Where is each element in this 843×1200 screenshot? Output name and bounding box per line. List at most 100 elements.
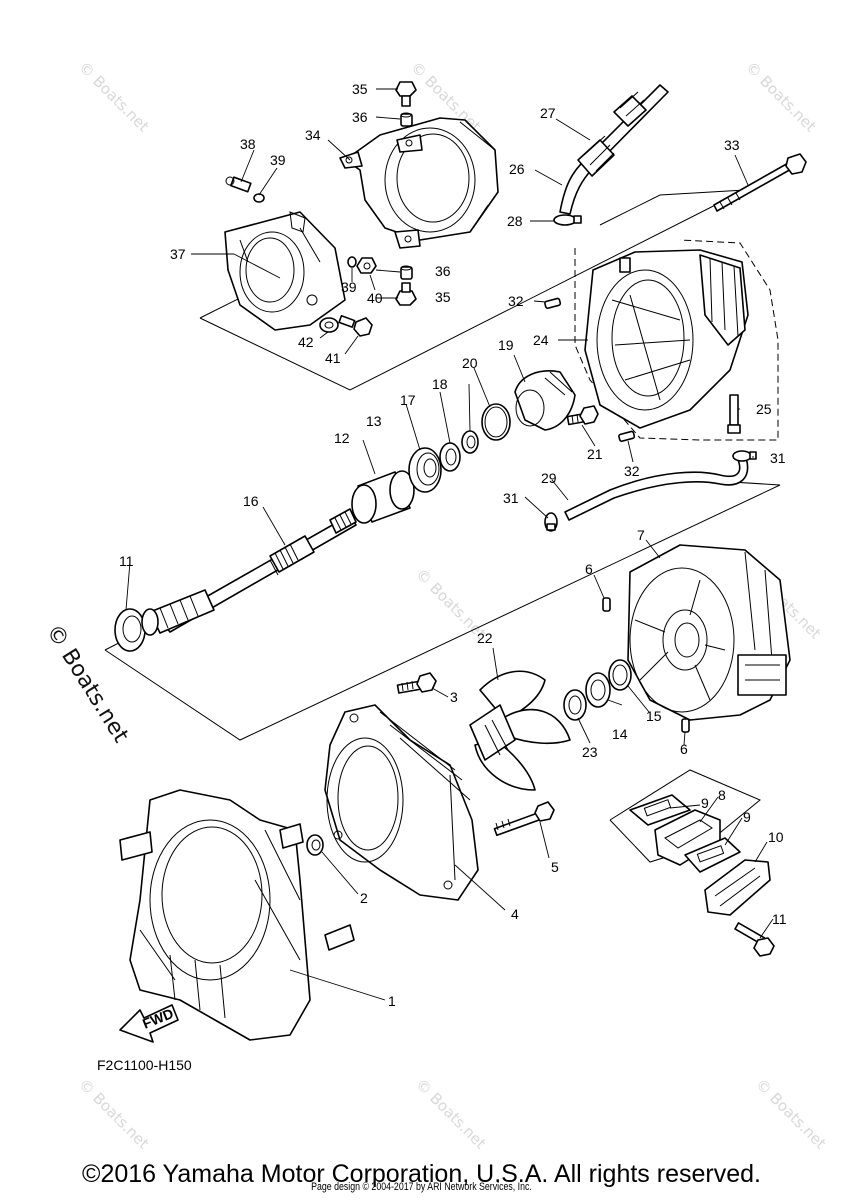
part-5-bolt [493,801,555,837]
part-7-housing [627,544,791,721]
callout-25: 24 [533,332,549,348]
callout-38: 38 [240,136,256,152]
page-design-notice: Page design © 2004-2017 by ARI Network S… [311,1181,532,1193]
callout-39: 39 [341,279,357,295]
part-12-bearing [114,608,159,652]
callout-12: 11 [119,553,134,569]
faint-watermark: © Boats.net [75,1075,153,1153]
part-20-cap [514,370,576,431]
part-11-bolt [734,922,775,957]
callout-17: 16 [243,493,259,509]
part-24-seal [563,689,587,721]
part-36-collar [400,112,413,127]
callout-24: 23 [582,744,598,760]
callout-41: 41 [325,350,341,366]
part-37-housing [224,211,346,331]
callout-36: 36 [435,263,451,279]
callout-6: 6 [680,741,688,757]
part-25-pump-housing [574,239,779,441]
callout-7: 7 [637,527,645,543]
part-42-collar [319,317,339,333]
callout-29: 28 [507,213,523,229]
part-31-clamp [732,450,757,462]
part-26-hose-fitting [727,394,741,434]
part-19-seal [461,430,479,454]
part-35-bolt [395,81,417,107]
part-17-drive-shaft [149,508,357,634]
callout-36: 36 [352,109,368,125]
callout-4: 4 [511,906,519,922]
part-13-sleeve [351,470,415,524]
callout-31: 31 [770,450,786,466]
part-23-impeller [469,670,571,791]
callout-2: 2 [360,890,368,906]
callout-28: 27 [540,105,556,121]
callout-40: 40 [367,290,383,306]
part-39-washer [347,256,357,268]
diagram-code: F2C1100-H150 [97,1057,192,1073]
callout-3: 3 [450,689,458,705]
callout-9: 9 [743,809,751,825]
part-38-bolt [225,176,252,193]
callout-23: 22 [477,630,493,646]
part-39-washer [253,193,265,203]
part-2-collar [306,834,324,856]
part-6-dowel [681,718,690,733]
callout-32: 32 [624,463,640,479]
part-33-long-bolt [713,153,807,212]
fwd-arrow-icon: FWD [119,1004,179,1043]
callout-22: 21 [587,446,603,462]
part-31-clamp [544,512,558,532]
callout-39: 39 [270,152,286,168]
callout-18: 17 [400,392,416,408]
part-22-bolt [566,405,599,426]
callout-37: 37 [170,246,186,262]
callout-16: 15 [646,708,662,724]
part-28-protector [577,91,647,177]
copyright-notice: ©2016 Yamaha Motor Corporation, U.S.A. A… [82,1160,761,1188]
part-1-intake-housing [119,789,355,1041]
callout-34: 34 [305,127,321,143]
callout-9: 9 [701,795,709,811]
part-29-clamp [553,214,582,226]
callout-42: 42 [298,334,314,350]
part-30-hose [564,457,749,521]
callout-11: 11 [772,911,787,927]
callout-20: 19 [498,337,514,353]
callout-21: 20 [462,355,478,371]
part-9-gasket [684,837,741,873]
part-9-gasket [629,794,691,826]
part-27-hose [559,84,669,215]
callout-31: 31 [503,490,519,506]
faint-watermark: © Boats.net [742,58,820,136]
part-35-bolt [395,282,417,306]
callout-15: 14 [612,726,628,742]
callout-6: 6 [585,561,593,577]
leader-lines [125,88,774,1001]
callout-1: 1 [388,993,396,1009]
part-16-seal [608,659,632,691]
part-40-nut [356,257,377,274]
callout-32: 32 [508,293,524,309]
part-32-dowel [618,430,636,443]
part-18-seal [439,442,461,472]
part-41-bolt [338,314,373,337]
part-34-housing [339,117,499,249]
part-36-collar [400,265,413,280]
callout-5: 5 [551,859,559,875]
callout-33: 33 [724,137,740,153]
part-21-o-ring [481,403,511,441]
faint-watermark: © Boats.net [412,1075,490,1153]
callout-35: 35 [352,81,368,97]
callout-19: 18 [432,376,448,392]
part-6-dowel [602,597,611,612]
part-14-bearing [408,447,442,493]
callouts: 35 36 34 38 39 37 36 35 39 40 42 41 27 2… [97,81,787,1073]
faint-watermark: © Boats.net [75,58,153,136]
faint-watermark: © Boats.net [752,1075,830,1153]
part-3-bolt [396,672,437,694]
part-32-dowel [544,297,562,310]
callout-27: 26 [509,161,525,177]
callout-26: 25 [756,401,772,417]
